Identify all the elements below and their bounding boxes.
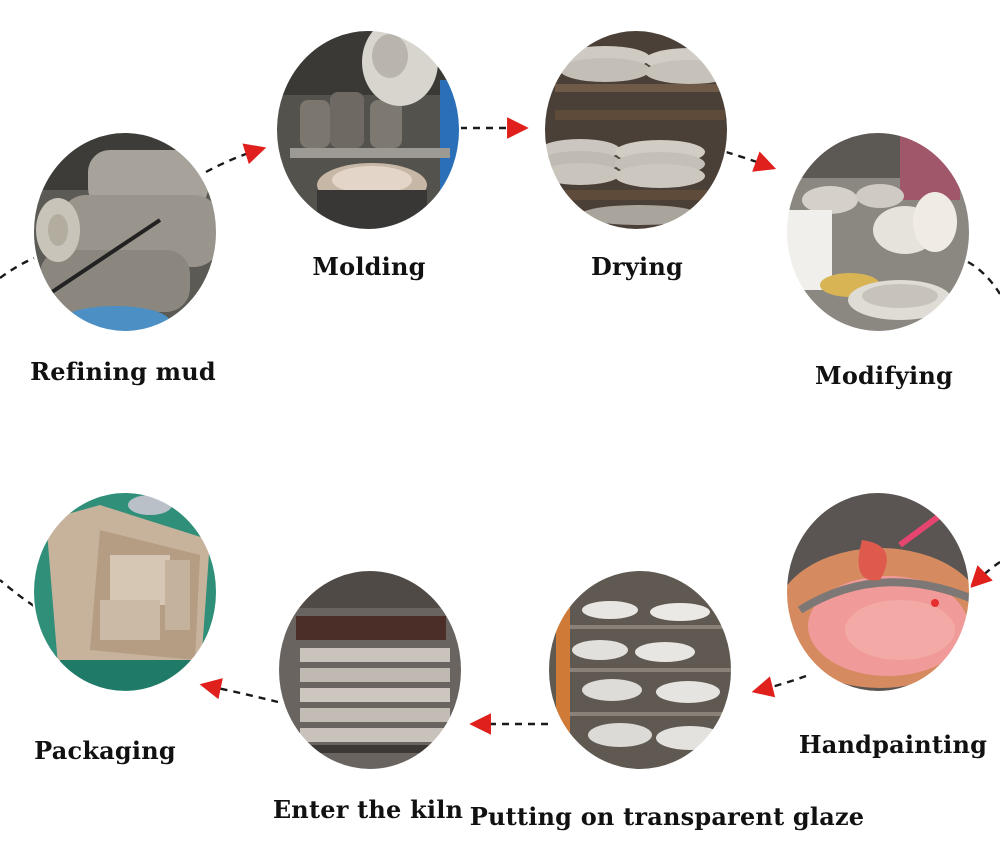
connector-refining-to-molding (205, 143, 267, 174)
step-modifying (785, 131, 971, 333)
label-enter-the-kiln: Enter the kiln (272, 795, 464, 824)
connector-modifying-right-exit (967, 260, 1000, 295)
hand-finishing-photo-icon (786, 132, 970, 332)
label-handpainting: Handpainting (798, 730, 988, 759)
step-refining-mud (32, 131, 218, 333)
step-putting-on-transparent-glaze (547, 569, 733, 771)
step-drying (543, 29, 729, 231)
cardboard-box-photo-icon (33, 492, 217, 692)
step-molding (275, 29, 461, 231)
step-handpainting (785, 491, 971, 693)
connector-handpainting-to-glaze (751, 674, 807, 698)
connectors (0, 117, 1000, 735)
label-putting-on-transparent-glaze: Putting on transparent glaze (469, 802, 865, 831)
step-enter-the-kiln (277, 569, 463, 771)
painted-bowl-photo-icon (786, 492, 970, 692)
step-packaging (32, 491, 218, 693)
label-molding: Molding (312, 252, 426, 281)
label-packaging: Packaging (34, 736, 176, 765)
connector-drying-to-modifying (725, 150, 777, 172)
connector-right-entry-bottom (969, 561, 1000, 589)
label-refining-mud: Refining mud (30, 357, 216, 386)
label-modifying: Modifying (815, 361, 953, 390)
label-drying: Drying (591, 252, 683, 281)
connector-packaging-left-exit (0, 579, 35, 607)
connector-left-entry-top (0, 256, 35, 279)
connector-kiln-to-packaging (199, 678, 279, 704)
drying-rack-photo-icon (544, 30, 728, 230)
molding-machine-photo-icon (276, 30, 460, 230)
glazed-bowls-rack-photo-icon (548, 570, 732, 770)
